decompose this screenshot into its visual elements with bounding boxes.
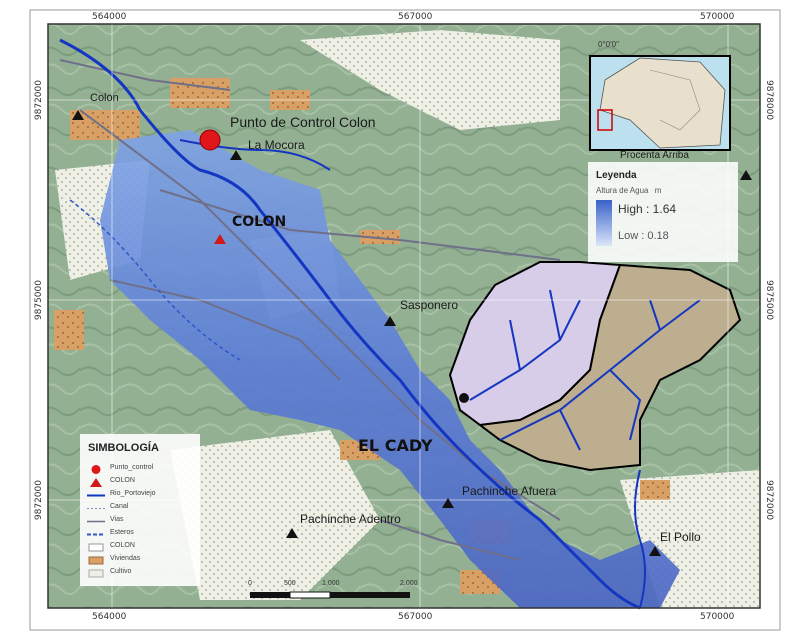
scale-label: 500 <box>284 580 296 587</box>
place-label-pachinche-afuera: Pachinche Afuera <box>462 484 557 498</box>
colon-symbol <box>214 234 226 244</box>
coord-top-3: 570000 <box>700 12 735 22</box>
coord-right-1: 9878000 <box>764 80 774 121</box>
legend-title: Leyenda <box>596 170 637 181</box>
symbology-item: COLON <box>86 475 198 487</box>
symbology-item-label: Esteros <box>110 529 134 536</box>
symbology-item: Canal <box>86 501 198 512</box>
dotted-area-icon <box>86 566 106 578</box>
coord-right-3: 9872000 <box>764 480 774 521</box>
scale-bar-graphic <box>250 591 410 599</box>
symbology-item: Viviendas <box>86 553 198 565</box>
place-label-sasponero: Sasponero <box>400 298 459 312</box>
legend-unit: m <box>654 186 662 195</box>
scale-label: 2,000 <box>400 580 418 587</box>
town-triangles <box>72 110 752 556</box>
coord-left-2: 9875000 <box>34 280 44 321</box>
scale-label: 0 <box>248 580 252 587</box>
scale-bar: 0 500 1,000 2,000 <box>248 580 448 600</box>
coord-left-3: 9872000 <box>34 480 44 521</box>
dash-blue-line-icon <box>86 527 106 538</box>
grey-line-icon <box>86 514 106 525</box>
place-label-la-mocora: La Mocora <box>248 138 305 152</box>
place-label-el-cady: EL CADY <box>358 436 433 455</box>
symbology-item: Cultivo <box>86 566 198 578</box>
catchment-east <box>477 263 742 472</box>
symbology-title: SIMBOLOGÍA <box>88 442 159 454</box>
coord-bottom-2: 567000 <box>398 612 433 622</box>
place-label-pachinche-adentro: Pachinche Adentro <box>300 512 401 526</box>
crop-area <box>300 30 560 130</box>
red-circle-icon <box>86 462 106 474</box>
symbology-item: Punto_control <box>86 462 198 474</box>
place-label-procanta-arriba: Procenta Arriba <box>620 150 689 161</box>
place-label-el-pollo: El Pollo <box>660 530 701 544</box>
symbology-item-label: Vias <box>110 516 124 523</box>
coord-left-1: 9872000 <box>34 80 44 121</box>
coord-bottom-1: 564000 <box>92 612 127 622</box>
inset-latitude-label: 0°0'0" <box>598 40 619 49</box>
coord-bottom-3: 570000 <box>700 612 735 622</box>
control-point-symbol <box>199 129 221 151</box>
dashed-line-icon <box>86 501 106 512</box>
legend-low-label: Low : 0.18 <box>618 230 669 242</box>
inset-map <box>589 55 731 151</box>
blue-line-icon <box>86 488 106 499</box>
symbology-item: Rio_Portoviejo <box>86 488 198 499</box>
estero <box>69 199 241 361</box>
legend-subtitle-text: Altura de Agua <box>596 186 649 195</box>
river-portoviejo <box>59 38 641 610</box>
outlet-point <box>459 393 469 403</box>
legend-high-label: High : 1.64 <box>618 202 677 216</box>
catchment-streams <box>469 289 701 451</box>
symbology-item-label: Canal <box>110 503 129 510</box>
orange-area-icon <box>86 553 106 565</box>
map-border <box>47 23 761 609</box>
place-label-colon: COLON <box>232 214 287 230</box>
river-tributary <box>634 469 646 609</box>
coord-right-2: 9875000 <box>764 280 774 321</box>
symbology-item-label: Rio_Portoviejo <box>110 490 156 497</box>
symbology-item: COLON <box>86 540 198 552</box>
crop-area <box>170 430 380 600</box>
scale-label: 1,000 <box>322 580 340 587</box>
symbology-item-label: COLON <box>110 477 135 484</box>
legend-color-ramp <box>596 200 612 246</box>
symbology-item-label: Viviendas <box>110 555 141 562</box>
symbology-item-label: COLON <box>110 542 135 549</box>
symbology-item-label: Punto_control <box>110 464 154 471</box>
red-triangle-icon <box>86 475 106 487</box>
place-label-punto-control: Punto de Control Colon <box>230 114 376 130</box>
white-area-icon <box>86 540 106 552</box>
housing-areas <box>54 78 670 594</box>
coord-top-1: 564000 <box>92 12 127 22</box>
symbology-item-label: Cultivo <box>110 568 132 575</box>
coord-top-2: 567000 <box>398 12 433 22</box>
outer-border <box>29 9 781 631</box>
symbology-item: Vias <box>86 514 198 525</box>
place-label-top-left: Colon <box>90 92 119 104</box>
legend-subtitle: Altura de Agua m <box>596 186 661 195</box>
symbology-item: Esteros <box>86 527 198 538</box>
legend-panel: Leyenda Altura de Agua m High : 1.64 Low… <box>588 162 738 262</box>
